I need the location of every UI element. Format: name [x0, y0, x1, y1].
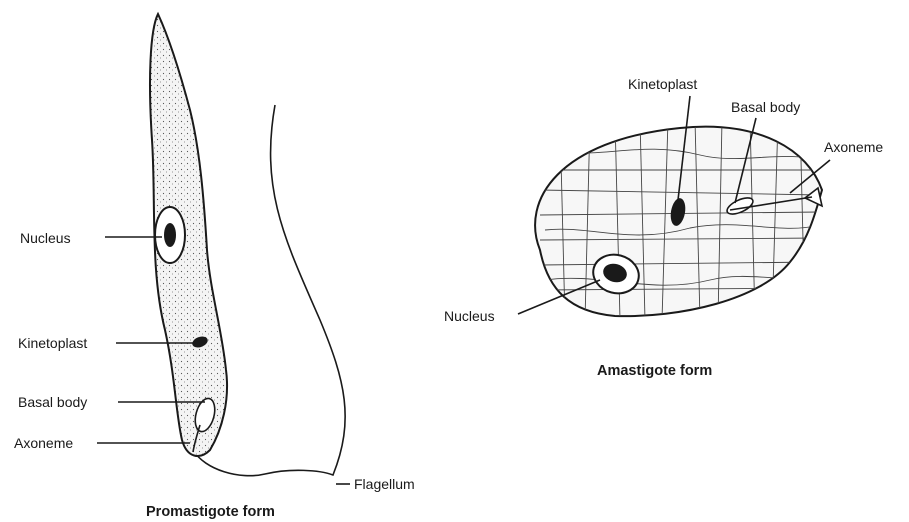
promastigote-nucleus-icon — [164, 223, 176, 247]
label-basal-body: Basal body — [18, 394, 87, 410]
amastigote-diagram: Kinetoplast Basal body Axoneme Nucleus A… — [444, 76, 883, 379]
label-flagellum: Flagellum — [354, 476, 415, 492]
label-ama-nucleus: Nucleus — [444, 308, 495, 324]
label-ama-kinetoplast: Kinetoplast — [628, 76, 697, 92]
promastigote-caption: Promastigote form — [146, 504, 275, 520]
label-ama-axoneme: Axoneme — [824, 139, 883, 155]
label-ama-basal-body: Basal body — [731, 99, 800, 115]
amastigote-caption: Amastigote form — [597, 363, 712, 379]
label-axoneme: Axoneme — [14, 435, 73, 451]
promastigote-diagram: Nucleus Kinetoplast Basal body Axoneme F… — [14, 14, 415, 520]
label-kinetoplast: Kinetoplast — [18, 335, 87, 351]
label-nucleus: Nucleus — [20, 230, 71, 246]
